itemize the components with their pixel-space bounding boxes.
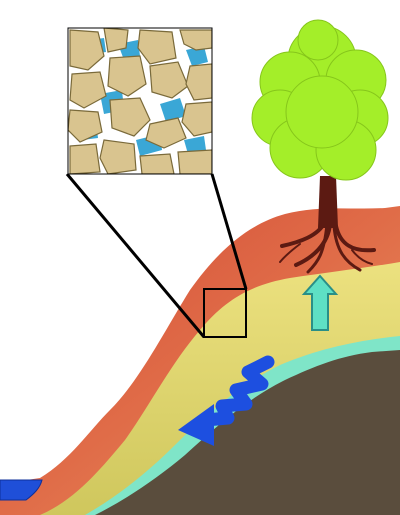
soil-grains — [68, 28, 212, 174]
tree-trunk — [318, 176, 338, 228]
magnified-area-box — [203, 288, 247, 338]
river — [0, 479, 43, 501]
wavy-down-left-arrow-icon — [199, 355, 275, 427]
soil-pore-magnified-view — [67, 27, 213, 175]
inset-connector-right — [210, 173, 248, 290]
inset-connector-left — [65, 173, 206, 338]
up-arrow-icon — [301, 274, 339, 331]
tree-icon — [251, 19, 389, 181]
bedrock-layer — [95, 350, 400, 515]
flow-arrow-head — [178, 404, 214, 446]
tree-roots — [279, 220, 376, 274]
